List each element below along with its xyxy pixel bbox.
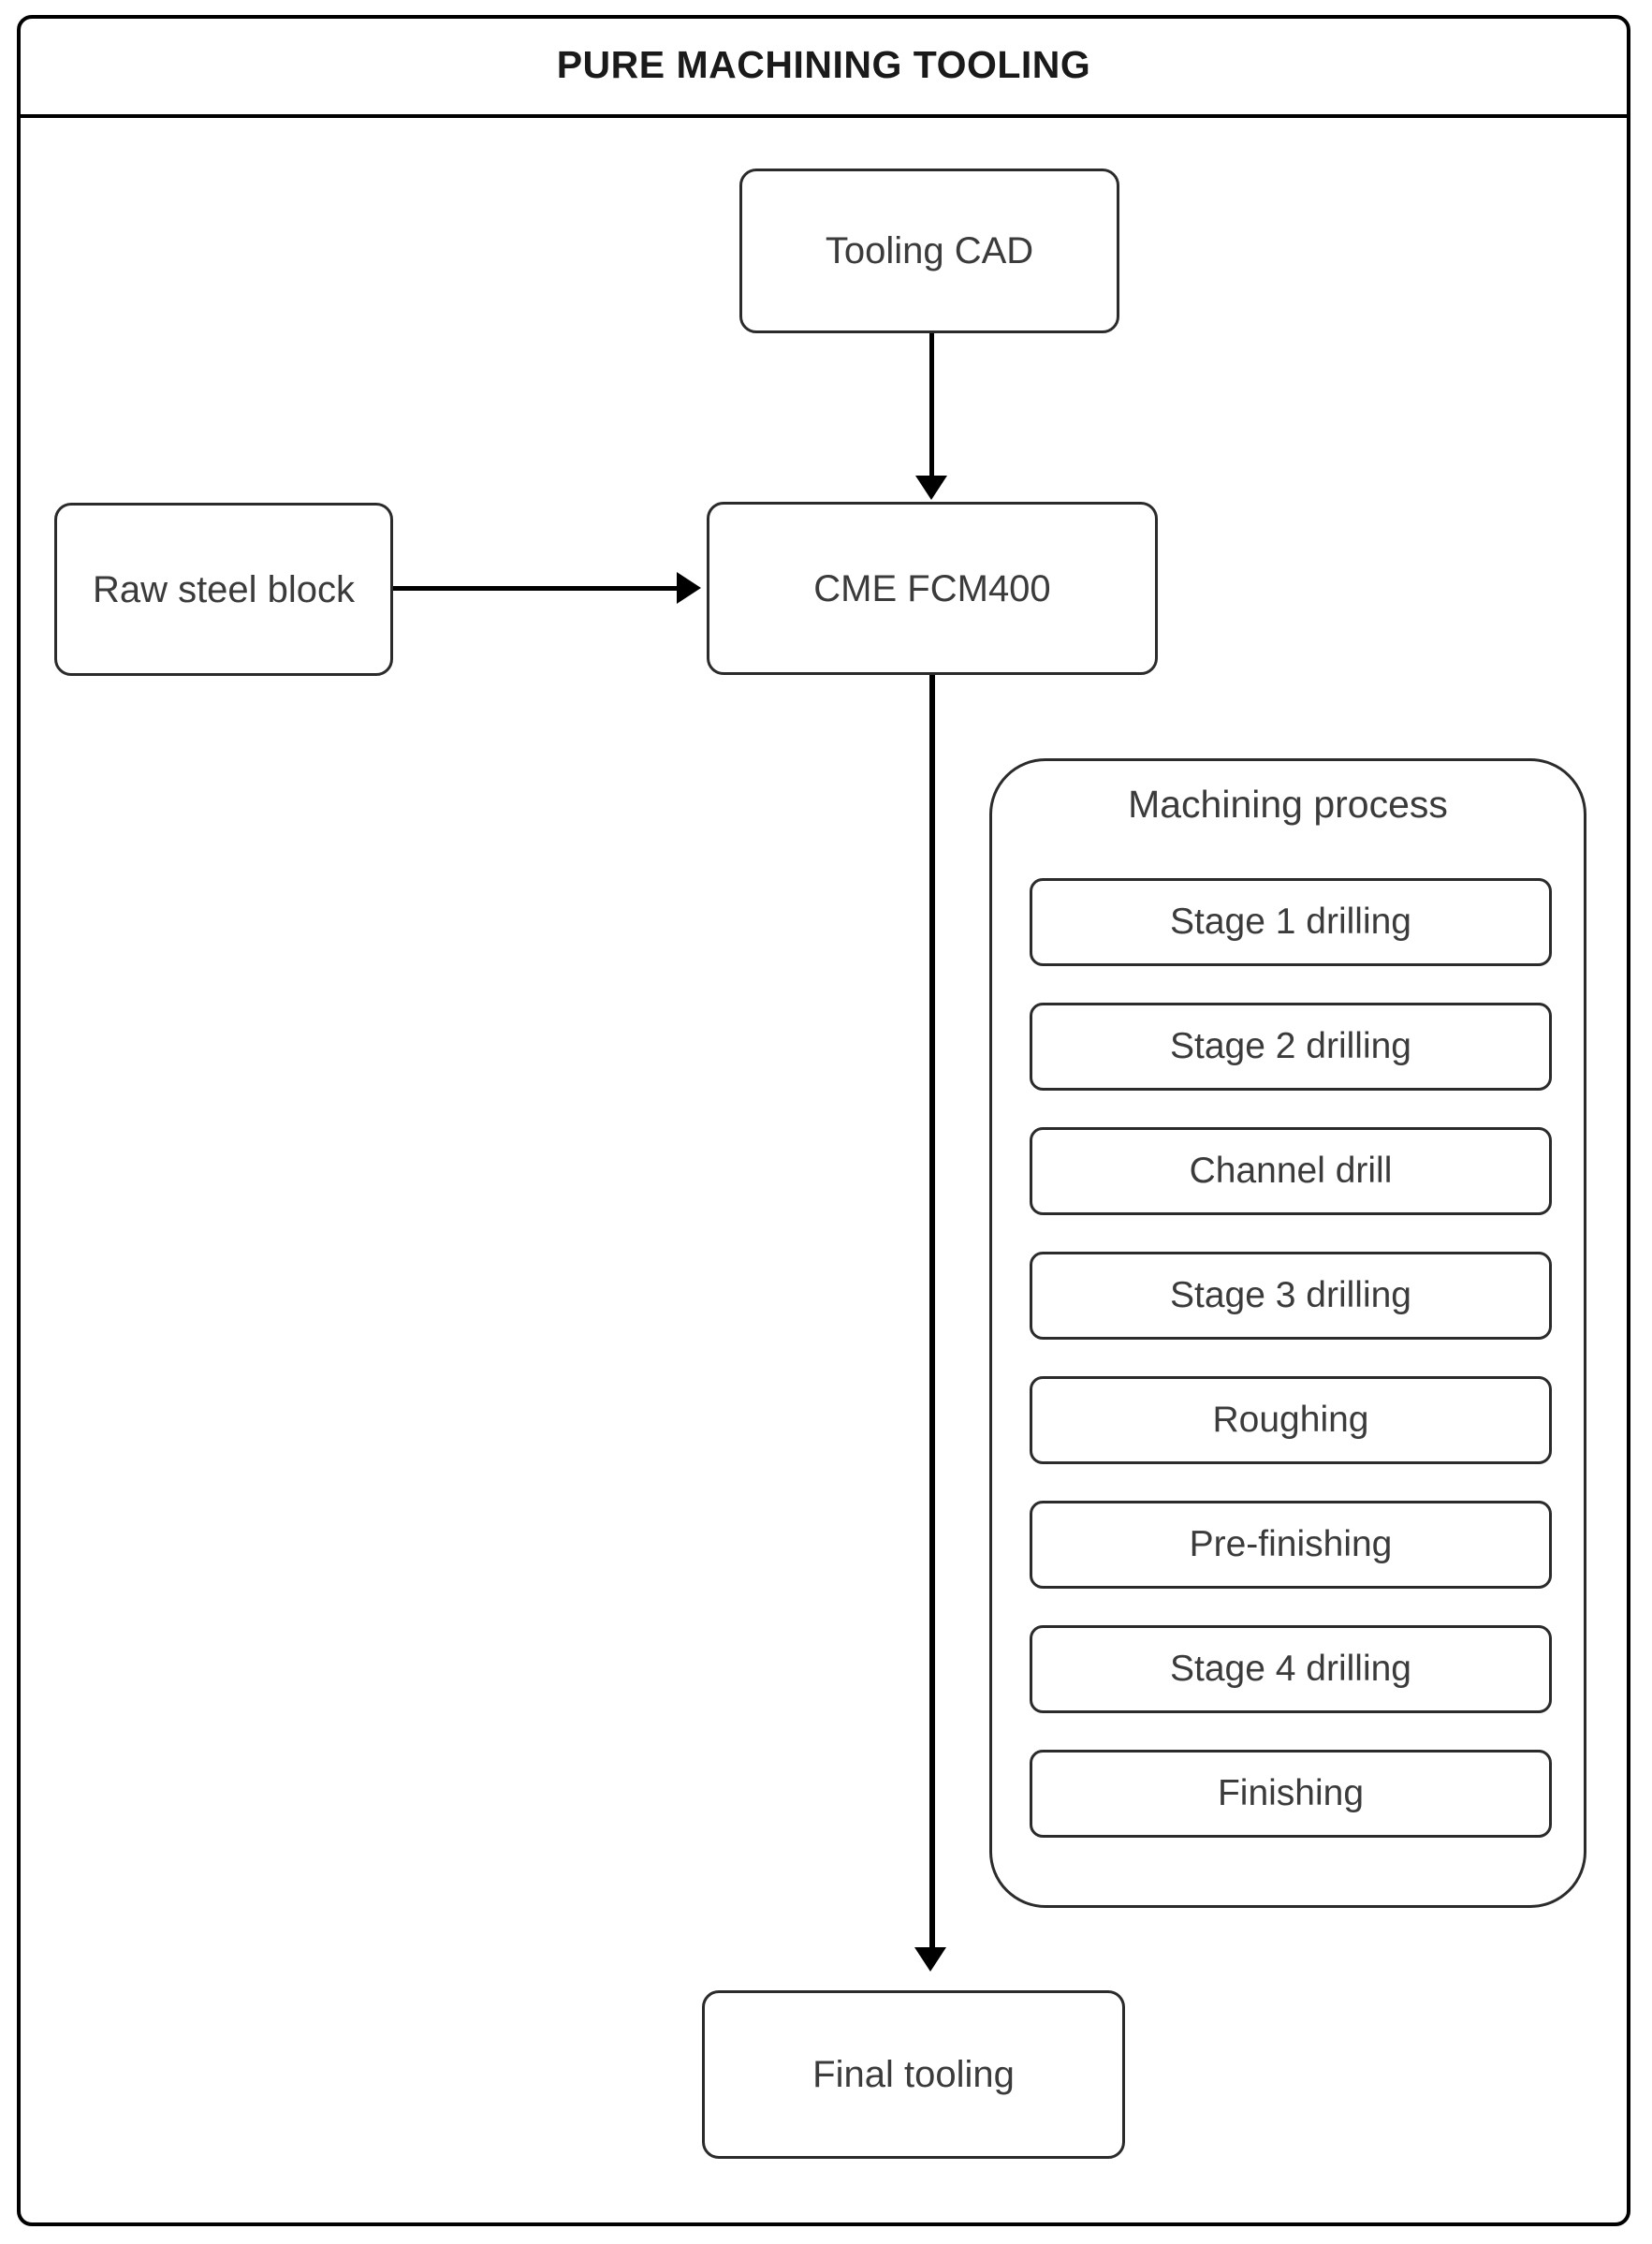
arrowhead-down-icon-tooling-cad [915,476,947,500]
machining-stage-box[interactable]: Pre-finishing [1030,1501,1552,1589]
machining-stage-box[interactable]: Stage 2 drilling [1030,1003,1552,1091]
connector-machine-to-final-tooling [929,675,935,1957]
node-final-tooling[interactable]: Final tooling [702,1990,1125,2159]
machining-stage-label: Finishing [1217,1773,1365,1813]
machining-stage-label: Pre-finishing [1189,1524,1393,1564]
machining-stage-box[interactable]: Finishing [1030,1750,1552,1838]
arrowhead-right-icon-raw-steel [677,572,701,604]
machining-stage-label: Stage 1 drilling [1170,902,1411,942]
machining-stage-box[interactable]: Stage 3 drilling [1030,1252,1552,1340]
connector-raw-steel-to-machine [393,586,679,591]
node-tooling-cad-label: Tooling CAD [825,230,1034,271]
machining-stage-box[interactable]: Stage 4 drilling [1030,1625,1552,1713]
machining-stage-label: Channel drill [1189,1151,1393,1191]
node-cme-fcm400-label: CME FCM400 [813,567,1051,609]
machining-stage-box[interactable]: Roughing [1030,1376,1552,1464]
node-final-tooling-label: Final tooling [812,2054,1015,2095]
connector-tooling-cad-to-machine [929,333,934,478]
node-raw-steel-block-label: Raw steel block [92,568,356,610]
machining-stage-label: Roughing [1212,1400,1369,1440]
node-raw-steel-block[interactable]: Raw steel block [54,503,393,676]
machining-stage-label: Stage 4 drilling [1170,1649,1411,1689]
arrowhead-down-icon-final-tooling [914,1947,946,1972]
machining-stage-box[interactable]: Channel drill [1030,1127,1552,1215]
node-tooling-cad[interactable]: Tooling CAD [739,169,1119,333]
node-cme-fcm400[interactable]: CME FCM400 [707,502,1158,675]
machining-stage-label: Stage 2 drilling [1170,1026,1411,1066]
machining-stage-label: Stage 3 drilling [1170,1275,1411,1315]
machining-stage-box[interactable]: Stage 1 drilling [1030,878,1552,966]
